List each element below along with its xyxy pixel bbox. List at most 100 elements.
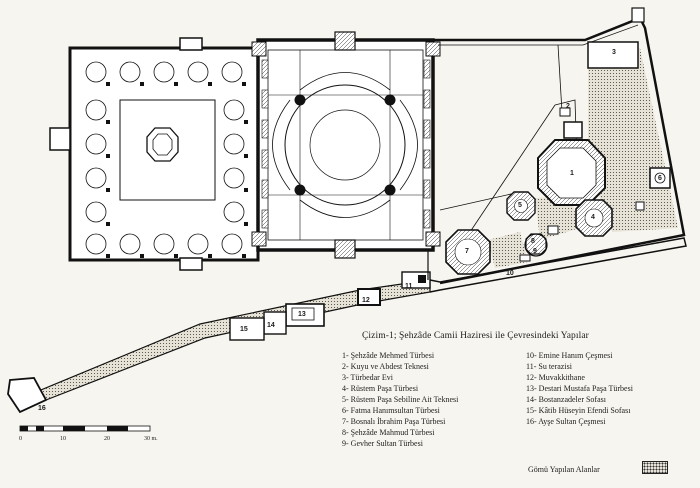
small-structures <box>519 201 645 262</box>
portico-dome <box>223 99 245 121</box>
legend-left: 1- Şehzâde Mehmed Türbesi 2- Kuyu ve Abd… <box>342 350 458 449</box>
portico-dome <box>85 61 107 83</box>
plan-label-14: 14 <box>267 322 275 329</box>
burial-area-south <box>488 232 528 268</box>
legend-item: 4- Rüstem Paşa Türbesi <box>342 384 419 393</box>
portico-dome <box>221 233 243 255</box>
plan-label-16: 16 <box>38 405 46 412</box>
plan-label-1: 1 <box>570 170 574 177</box>
legend-item: 9- Gevher Sultan Türbesi <box>342 439 423 448</box>
window-bay <box>423 119 431 139</box>
plan-label-13: 13 <box>298 311 306 318</box>
legend-item: 2- Kuyu ve Abdest Teknesi <box>342 362 429 371</box>
tomb-7 <box>445 229 491 275</box>
plan-label-4: 4 <box>591 214 595 221</box>
portico-dome <box>85 99 107 121</box>
portico-dome <box>119 233 141 255</box>
plan-label-15: 15 <box>240 326 248 333</box>
window-bay <box>261 179 269 199</box>
plan-label-10: 10 <box>506 270 514 277</box>
burial-area-middle <box>535 196 580 240</box>
window-bay <box>423 89 431 109</box>
window-bay <box>261 59 269 79</box>
legend-item: 16- Ayşe Sultan Çeşmesi <box>526 417 606 426</box>
portico-column <box>106 222 110 226</box>
plan-label-3: 3 <box>612 49 616 56</box>
legend-item: 10- Emine Hanım Çeşmesi <box>526 351 613 360</box>
scale-bar <box>19 425 151 432</box>
portico-dome <box>223 167 245 189</box>
portico-dome <box>119 61 141 83</box>
portico-column <box>174 254 178 258</box>
window-bay <box>261 209 269 229</box>
portico-column <box>242 254 246 258</box>
legend-item: 13- Destari Mustafa Paşa Türbesi <box>526 384 633 393</box>
portico-column <box>208 254 212 258</box>
tomb-2 <box>559 107 571 117</box>
portico-column <box>106 120 110 124</box>
portico-column <box>106 188 110 192</box>
plan-label-11: 11 <box>405 283 413 290</box>
tomb-1 <box>537 121 606 206</box>
legend-item: 15- Kâtib Hüseyin Efendi Sofası <box>526 406 631 415</box>
window-bay <box>423 179 431 199</box>
portico-column <box>244 154 248 158</box>
central-dome <box>284 84 406 206</box>
window-bay <box>423 59 431 79</box>
portico-dome <box>187 233 209 255</box>
portico-column <box>106 154 110 158</box>
portico-dome <box>153 233 175 255</box>
plan-label-6: 6 <box>658 175 662 182</box>
burial-area-legend-label: Gömü Yapılan Alanlar <box>528 465 600 474</box>
portico-dome <box>85 201 107 223</box>
courtyard-fountain <box>146 127 179 162</box>
portico-column <box>208 82 212 86</box>
window-bay <box>261 149 269 169</box>
legend-item: 1- Şehzâde Mehmed Türbesi <box>342 351 435 360</box>
legend-item: 8- Şehzâde Mahmud Türbesi <box>342 428 435 437</box>
strip-burial-area <box>34 279 431 401</box>
plan-label-9: 9 <box>533 248 537 255</box>
window-bay <box>261 89 269 109</box>
legend-item: 7- Bosnalı İbrahim Paşa Türbesi <box>342 417 446 426</box>
legend-right: 10- Emine Hanım Çeşmesi 11- Su terazisi … <box>526 350 633 427</box>
window-bay <box>423 209 431 229</box>
figure-caption: Çizim-1; Şehzâde Camii Haziresi ile Çevr… <box>362 331 589 341</box>
portico-dome <box>153 61 175 83</box>
burial-area-legend-swatch <box>642 461 668 474</box>
plan-label-5: 5 <box>518 202 522 209</box>
portico-column <box>174 82 178 86</box>
tomb-5 <box>506 191 536 221</box>
legend-item: 11- Su terazisi <box>526 362 572 371</box>
legend-item: 6- Fatma Hanımsultan Türbesi <box>342 406 440 415</box>
tomb-9 <box>524 233 548 257</box>
plan-label-2: 2 <box>566 103 570 110</box>
window-bay <box>423 149 431 169</box>
portico-dome <box>223 133 245 155</box>
plan-label-7: 7 <box>465 248 469 255</box>
portico-column <box>244 222 248 226</box>
courtyard-block <box>49 37 260 271</box>
legend-item: 14- Bostanzadeler Sofası <box>526 395 606 404</box>
mosque-block <box>251 31 441 259</box>
legend-item: 12- Muvakkithane <box>526 373 585 382</box>
portico-dome <box>221 61 243 83</box>
portico-column <box>106 82 110 86</box>
legend-item: 3- Türbedar Evi <box>342 373 393 382</box>
portico-column <box>242 82 246 86</box>
scale-tick-10: 10 <box>60 436 66 442</box>
legend-item: 5- Rüstem Paşa Sebiline Ait Teknesi <box>342 395 459 404</box>
southern-strip <box>7 237 687 414</box>
scale-tick-30: 30 m. <box>144 436 158 442</box>
portico-dome <box>85 233 107 255</box>
portico-dome <box>223 201 245 223</box>
portico-column <box>140 254 144 258</box>
portico-dome <box>187 61 209 83</box>
window-bay <box>261 119 269 139</box>
portico-dome <box>85 167 107 189</box>
plan-label-12: 12 <box>362 297 370 304</box>
scale-tick-20: 20 <box>104 436 110 442</box>
portico-dome <box>85 133 107 155</box>
portico-column <box>106 254 110 258</box>
plan-label-8: 8 <box>531 238 535 245</box>
